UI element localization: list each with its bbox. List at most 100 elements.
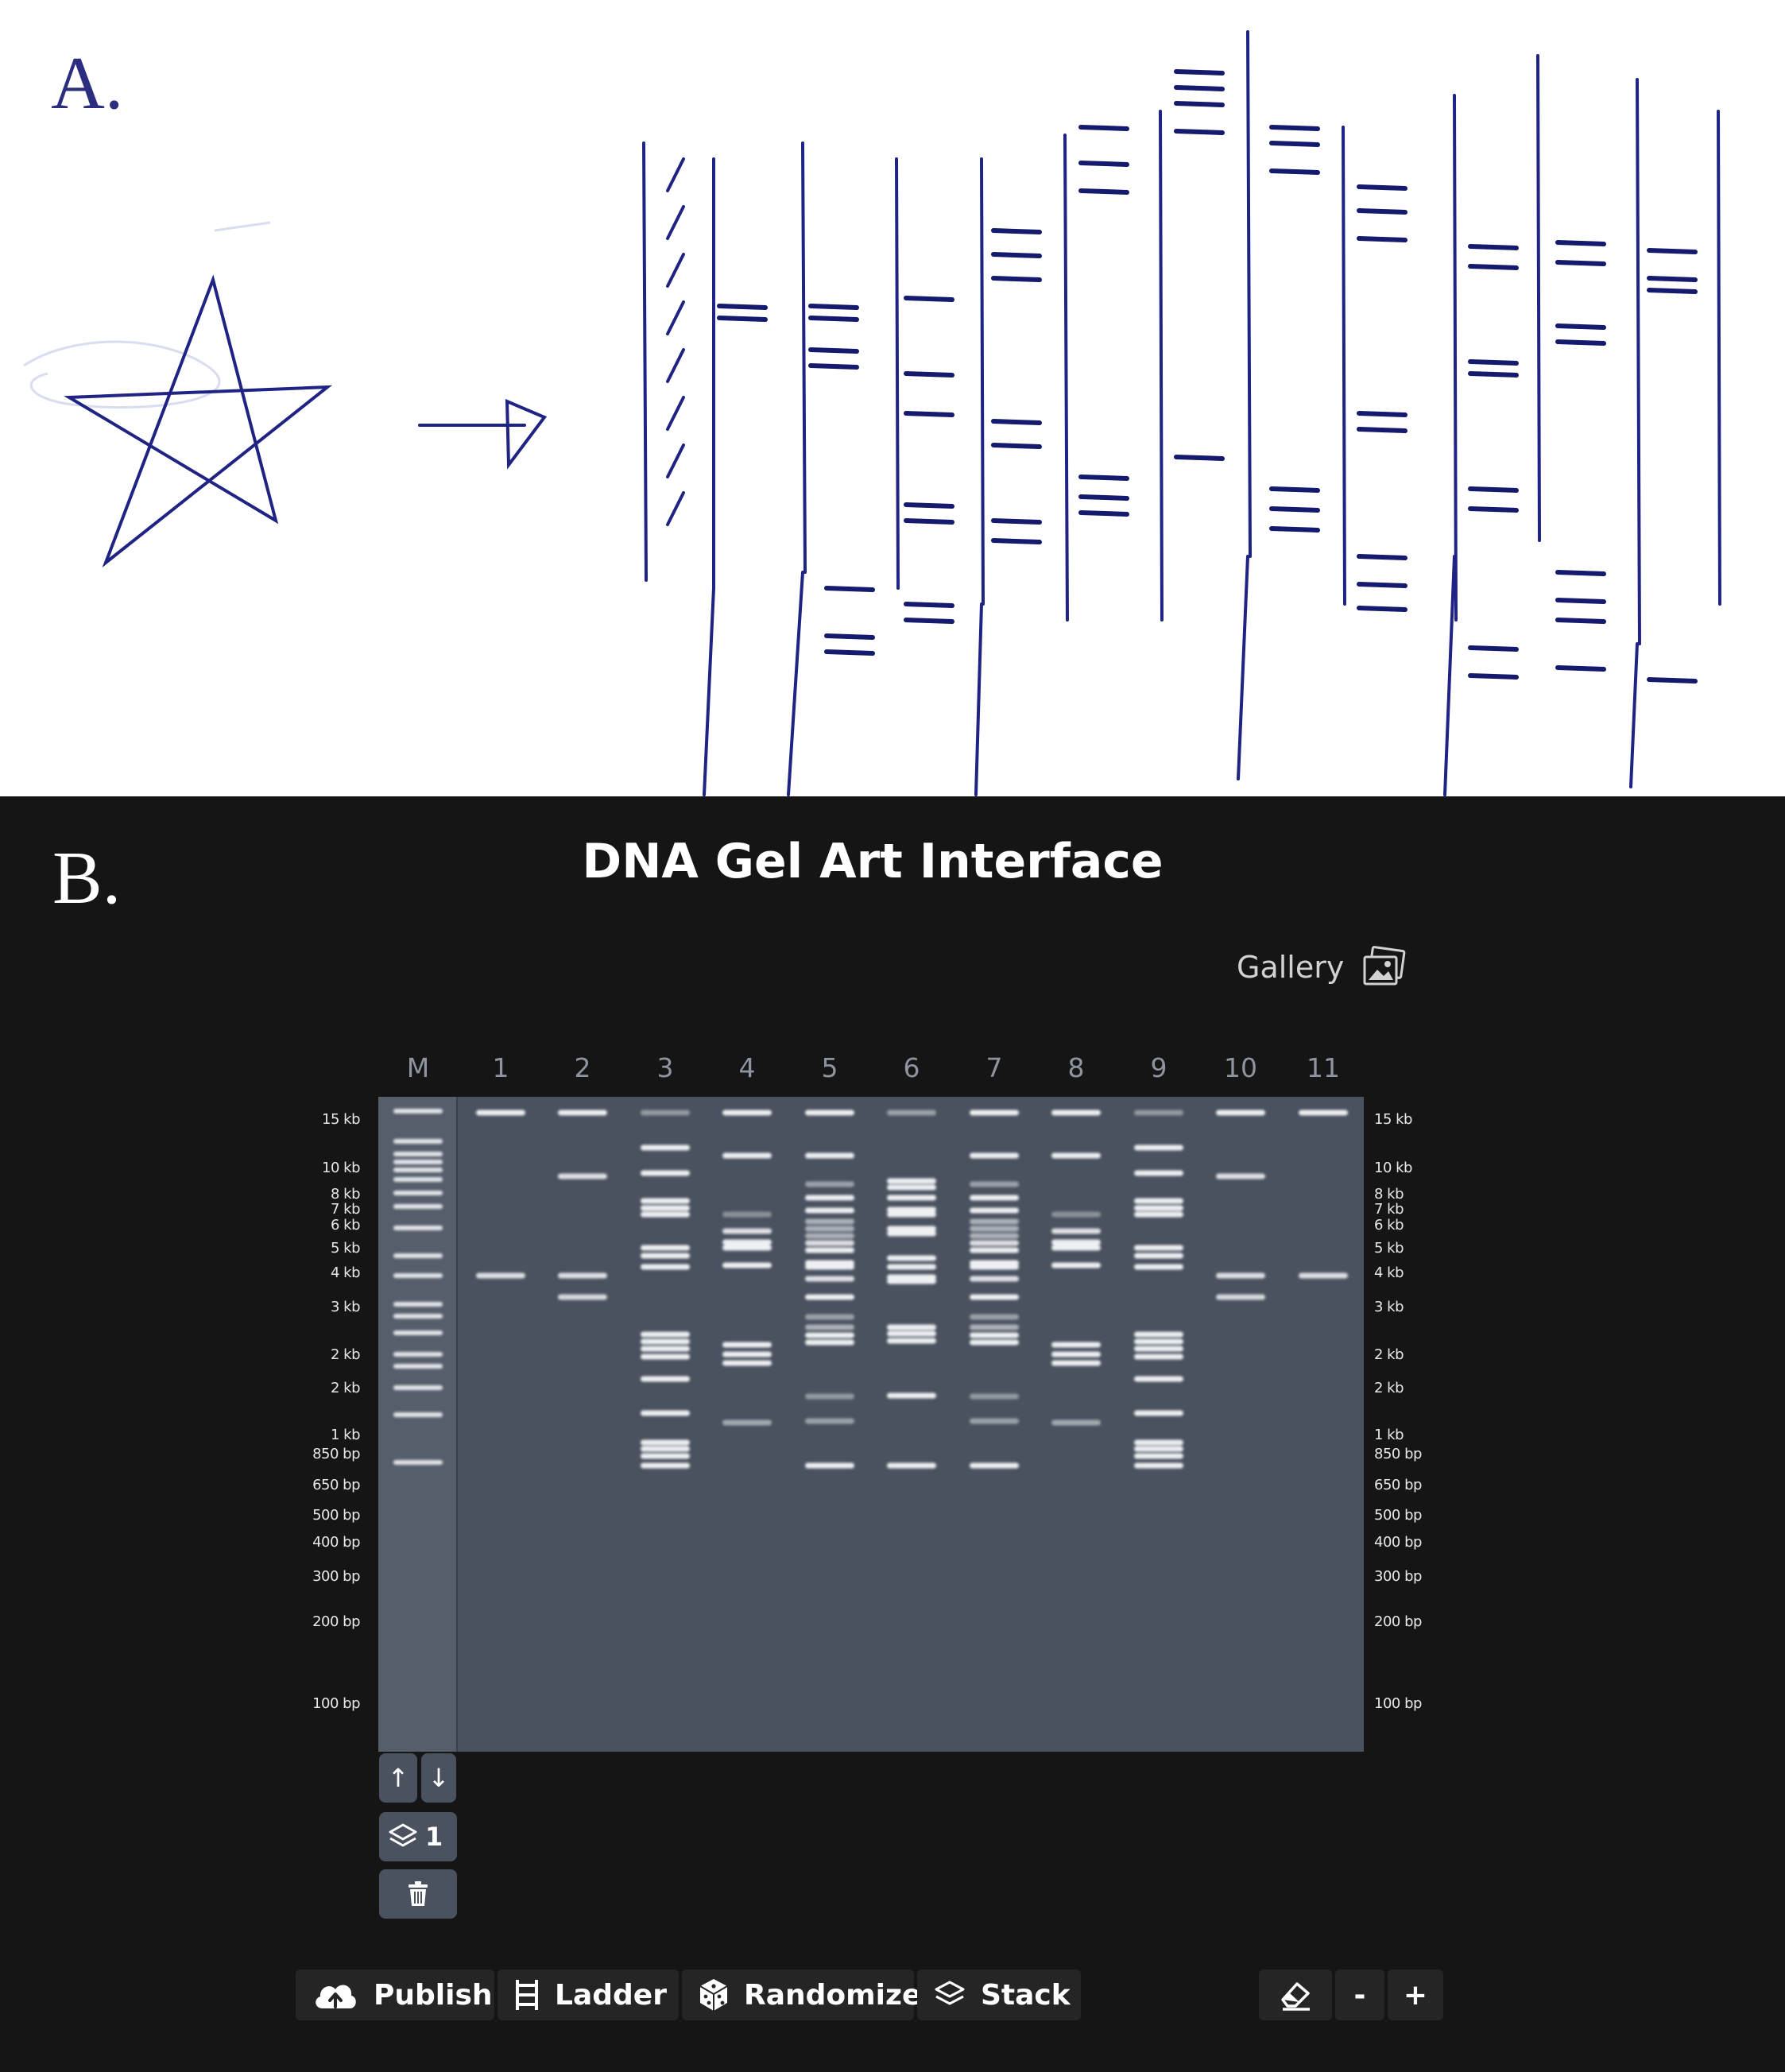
gel-band — [641, 1331, 690, 1338]
gel-band — [970, 1181, 1019, 1187]
layers-icon — [935, 1981, 965, 2005]
gel-band — [805, 1418, 854, 1424]
gel-band — [722, 1239, 772, 1245]
sketch-hatch — [666, 443, 685, 478]
sketch-band — [1174, 455, 1225, 461]
gel-band — [1051, 1342, 1101, 1348]
sketch-band — [1357, 606, 1407, 612]
sketch-band — [904, 602, 954, 608]
publish-button[interactable]: Publish — [296, 1969, 494, 2020]
delete-lane-button[interactable] — [379, 1869, 457, 1919]
sketch-band — [1468, 486, 1519, 493]
gel-band — [1134, 1346, 1183, 1352]
lane-header-1[interactable]: 1 — [492, 1052, 509, 1083]
sketch-band — [904, 411, 954, 417]
lane-header-4[interactable]: 4 — [738, 1052, 756, 1083]
size-label-right: 100 bp — [1374, 1695, 1422, 1712]
gel-band — [805, 1181, 854, 1187]
gallery-link[interactable]: Gallery — [1237, 944, 1407, 990]
zoom-toolbar: - + — [1259, 1969, 1443, 2020]
sketch-hatch — [666, 205, 685, 240]
size-label-left: 300 bp — [312, 1568, 360, 1585]
zoom-in-label: + — [1403, 1978, 1428, 2012]
sketch-band — [1174, 85, 1225, 91]
gel-band — [887, 1278, 936, 1284]
stack-button[interactable]: Stack — [917, 1969, 1081, 2020]
randomize-button[interactable]: Randomize — [682, 1969, 921, 2020]
gel-band — [1216, 1294, 1265, 1300]
gel-band — [641, 1264, 690, 1270]
gel-band — [970, 1226, 1019, 1232]
sketch-band — [824, 586, 875, 592]
size-label-left: 400 bp — [312, 1534, 360, 1551]
gel-band — [1216, 1272, 1265, 1279]
sketch-band — [904, 618, 954, 624]
lane-header-11[interactable]: 11 — [1307, 1052, 1340, 1083]
sketch-lane-line — [1536, 54, 1541, 542]
size-label-left: 2 kb — [330, 1380, 361, 1396]
gel-band — [641, 1354, 690, 1360]
zoom-in-button[interactable]: + — [1388, 1969, 1443, 2020]
move-down-button[interactable]: ↓ — [421, 1753, 456, 1803]
gel-canvas[interactable] — [378, 1097, 1364, 1752]
ladder-band — [393, 1273, 443, 1278]
gel-band — [1051, 1152, 1101, 1159]
size-label-left: 1 kb — [330, 1427, 361, 1443]
gel-band — [970, 1207, 1019, 1214]
size-label-left: 2 kb — [330, 1346, 361, 1363]
sketch-band — [991, 443, 1042, 449]
gel-band — [641, 1439, 690, 1446]
lane-header-m[interactable]: M — [406, 1052, 430, 1083]
gel-band — [1134, 1439, 1183, 1446]
dice-icon — [699, 1979, 728, 2011]
gel-band — [887, 1255, 936, 1261]
lane-header-10[interactable]: 10 — [1224, 1052, 1257, 1083]
gel-band — [887, 1206, 936, 1213]
lane-header-6[interactable]: 6 — [903, 1052, 920, 1083]
lane-header-8[interactable]: 8 — [1067, 1052, 1085, 1083]
lane-header-7[interactable]: 7 — [985, 1052, 1003, 1083]
sketch-lane-line — [1717, 110, 1721, 606]
gel-band — [476, 1272, 525, 1279]
gel-band — [641, 1198, 690, 1204]
lane-header-2[interactable]: 2 — [574, 1052, 591, 1083]
sketch-band — [1269, 125, 1320, 131]
lane-header-3[interactable]: 3 — [656, 1052, 674, 1083]
sketch-band — [1269, 526, 1320, 533]
lane-header-9[interactable]: 9 — [1150, 1052, 1167, 1083]
size-label-right: 400 bp — [1374, 1534, 1422, 1551]
ladder-button[interactable]: Ladder — [498, 1969, 679, 2020]
cloud-upload-icon — [316, 1985, 356, 2008]
sketch-band — [1269, 168, 1320, 175]
sketch-hatch — [666, 348, 685, 383]
gel-band — [887, 1195, 936, 1201]
sketch-band — [1078, 188, 1129, 195]
size-label-right: 2 kb — [1374, 1380, 1404, 1396]
layer-count-button[interactable]: 1 — [379, 1812, 457, 1861]
lane-header-5[interactable]: 5 — [821, 1052, 838, 1083]
size-label-left: 8 kb — [330, 1186, 361, 1203]
sketch-band — [1357, 208, 1407, 215]
size-label-left: 650 bp — [312, 1477, 360, 1493]
sketch-band — [1174, 101, 1225, 107]
marker-lane[interactable] — [378, 1097, 458, 1752]
panel-a-sketch: A. — [0, 0, 1785, 796]
gel-band — [970, 1294, 1019, 1300]
sketch-band — [808, 316, 859, 322]
sketch-band — [1357, 554, 1407, 560]
gel-band — [1299, 1110, 1348, 1116]
size-label-left: 850 bp — [312, 1446, 360, 1462]
zoom-out-button[interactable]: - — [1335, 1969, 1384, 2020]
gel-band — [641, 1245, 690, 1251]
sketch-band — [1555, 260, 1606, 266]
gel-band — [641, 1338, 690, 1345]
sketch-band — [1174, 69, 1225, 76]
eraser-button[interactable] — [1259, 1969, 1332, 2020]
size-label-left: 100 bp — [312, 1695, 360, 1712]
sketch-band — [991, 518, 1042, 525]
gel-band — [1216, 1173, 1265, 1179]
gel-bands[interactable] — [378, 1097, 1364, 1752]
move-up-button[interactable]: ↑ — [379, 1753, 417, 1803]
gel-band — [1134, 1462, 1183, 1469]
size-label-left: 5 kb — [330, 1240, 361, 1257]
